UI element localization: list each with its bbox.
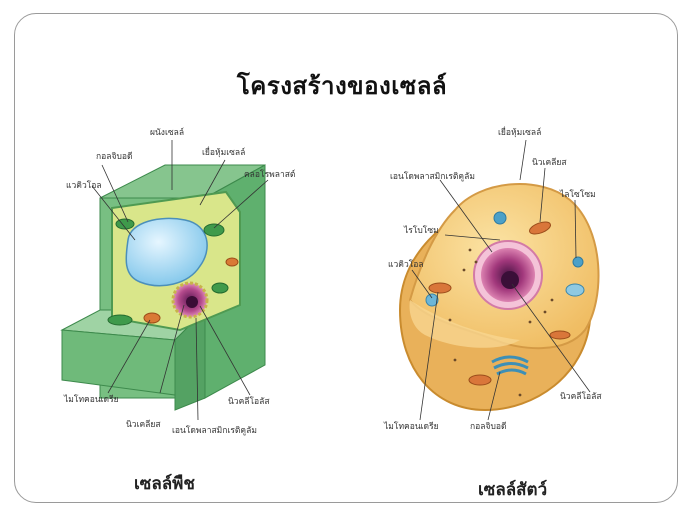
plant-cell-drawing [62, 165, 265, 410]
plant-label-nucleus: นิวเคลียส [126, 420, 161, 430]
plant-label-cell-membrane: เยื่อหุ้มเซลล์ [202, 148, 245, 158]
animal-label-nucleus: นิวเคลียส [532, 158, 567, 168]
animal-label-lysosome: ไลโซโซม [560, 190, 596, 200]
animal-label-ribosome: ไรโบโซม [404, 226, 439, 236]
plant-label-vacuole: แวคิวโอล [66, 181, 102, 191]
animal-label-vacuole: แวคิวโอล [388, 260, 424, 270]
plant-label-mitochondria: ไมโทคอนเดรีย [64, 395, 119, 405]
animal-cell-caption: เซลล์สัตว์ [478, 476, 547, 503]
animal-label-cell-membrane: เยื่อหุ้มเซลล์ [498, 128, 541, 138]
plant-label-nucleolus: นิวคลีโอลัส [228, 397, 270, 407]
plant-label-chloroplast: คลอโรพลาสต์ [244, 170, 295, 180]
plant-cell-caption: เซลล์พืช [134, 470, 195, 497]
plant-label-golgi: กอลจิบอดี [96, 152, 132, 162]
animal-label-er: เอนโดพลาสมิกเรติคูลัม [390, 172, 475, 182]
animal-label-mitochondria: ไมโทคอนเดรีย [384, 422, 439, 432]
animal-label-nucleolus: นิวคลีโอลัส [560, 392, 602, 402]
plant-label-er: เอนโดพลาสมิกเรติคูลัม [172, 426, 257, 436]
plant-label-cell-wall: ผนังเซลล์ [150, 128, 184, 138]
animal-label-golgi: กอลจิบอดี [470, 422, 506, 432]
